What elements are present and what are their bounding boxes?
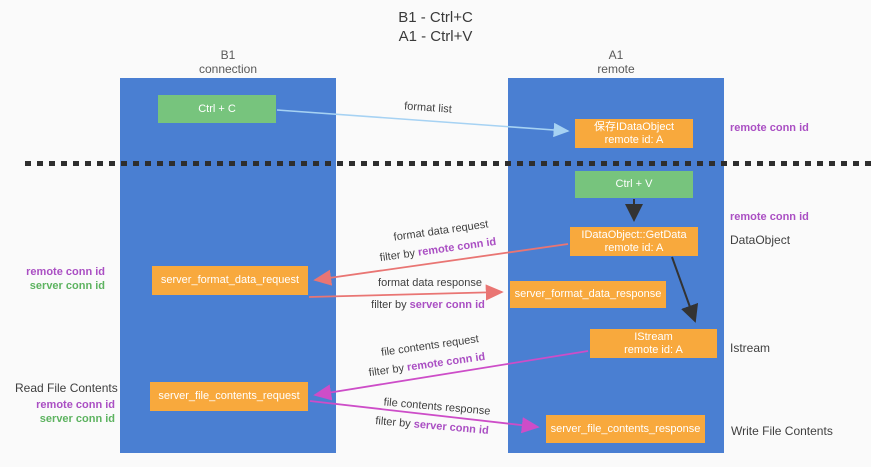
label-filter-file-response: filter by server conn id <box>375 415 489 437</box>
node-server-format-data-response-label: server_format_data_response <box>514 288 662 300</box>
right-remote-conn-id-bottom: remote conn id <box>730 211 809 223</box>
left-column-subtitle: connection <box>198 62 258 76</box>
remote-conn-id-text: remote conn id <box>417 235 497 259</box>
left-column-header: B1 connection <box>120 48 336 76</box>
filter-by-text: filter by <box>371 299 407 311</box>
node-server-file-contents-response: server_file_contents_response <box>546 415 705 443</box>
left-remote-conn-id-format: remote conn id <box>26 266 105 278</box>
label-filter-format-response: filter by server conn id <box>371 299 485 311</box>
left-column-name: B1 <box>220 48 236 62</box>
node-idataobject-getdata: IDataObject::GetData remote id: A <box>570 227 698 256</box>
right-write-file-contents-label: Write File Contents <box>731 424 833 438</box>
filter-by-text: filter by <box>374 415 412 431</box>
right-column-name: A1 <box>608 48 624 62</box>
filter-by-text: filter by <box>379 247 416 265</box>
diagram-title: B1 - Ctrl+C A1 - Ctrl+V <box>0 8 871 46</box>
filter-by-text: filter by <box>368 362 405 380</box>
node-server-format-data-request: server_format_data_request <box>152 266 308 295</box>
node-idataobject-getdata-line2: remote id: A <box>604 241 664 254</box>
node-istream-line2: remote id: A <box>624 343 683 356</box>
node-save-idataobject-line1: 保存IDataObject <box>593 120 675 133</box>
right-dataobject-label: DataObject <box>730 233 791 247</box>
label-format-data-response: format data response <box>378 277 482 289</box>
remote-conn-id-text: remote conn id <box>406 350 486 374</box>
server-conn-id-text: server conn id <box>409 299 485 311</box>
node-server-file-contents-request-label: server_file_contents_request <box>158 390 300 402</box>
session-separator-line <box>25 161 871 166</box>
left-conn-id-group-file: Read File Contents remote conn id server… <box>15 381 118 426</box>
left-conn-id-group-format: remote conn id server conn id <box>15 265 105 293</box>
left-remote-conn-id-file: remote conn id <box>36 399 115 411</box>
node-ctrl-v-label: Ctrl + V <box>615 178 653 190</box>
right-column-subtitle: remote <box>597 62 635 76</box>
node-server-format-data-response: server_format_data_response <box>510 281 666 308</box>
title-line-1: B1 - Ctrl+C <box>398 9 473 26</box>
label-file-contents-response: file contents response <box>383 396 491 418</box>
node-idataobject-getdata-line1: IDataObject::GetData <box>581 228 687 241</box>
node-save-idataobject-line2: remote id: A <box>604 133 664 146</box>
node-save-idataobject: 保存IDataObject remote id: A <box>575 119 693 148</box>
right-column-header: A1 remote <box>508 48 724 76</box>
right-remote-conn-id-top: remote conn id <box>730 122 809 134</box>
node-istream-line1: IStream <box>634 330 673 343</box>
right-istream-label: Istream <box>730 341 771 355</box>
node-server-file-contents-request: server_file_contents_request <box>150 382 308 411</box>
node-server-file-contents-response-label: server_file_contents_response <box>550 422 701 435</box>
node-server-format-data-request-label: server_format_data_request <box>160 274 300 286</box>
label-format-list: format list <box>403 100 453 116</box>
title-line-2: A1 - Ctrl+V <box>398 28 473 45</box>
server-conn-id-text: server conn id <box>413 418 490 437</box>
format-data-response-arrow <box>308 284 504 301</box>
left-read-file-contents-label: Read File Contents <box>15 381 118 395</box>
node-ctrl-c: Ctrl + C <box>158 95 276 123</box>
left-server-conn-id-file: server conn id <box>39 413 115 425</box>
node-ctrl-c-label: Ctrl + C <box>198 102 236 115</box>
node-istream: IStream remote id: A <box>590 329 717 358</box>
node-ctrl-v: Ctrl + V <box>575 171 693 198</box>
left-server-conn-id-format: server conn id <box>29 280 105 292</box>
